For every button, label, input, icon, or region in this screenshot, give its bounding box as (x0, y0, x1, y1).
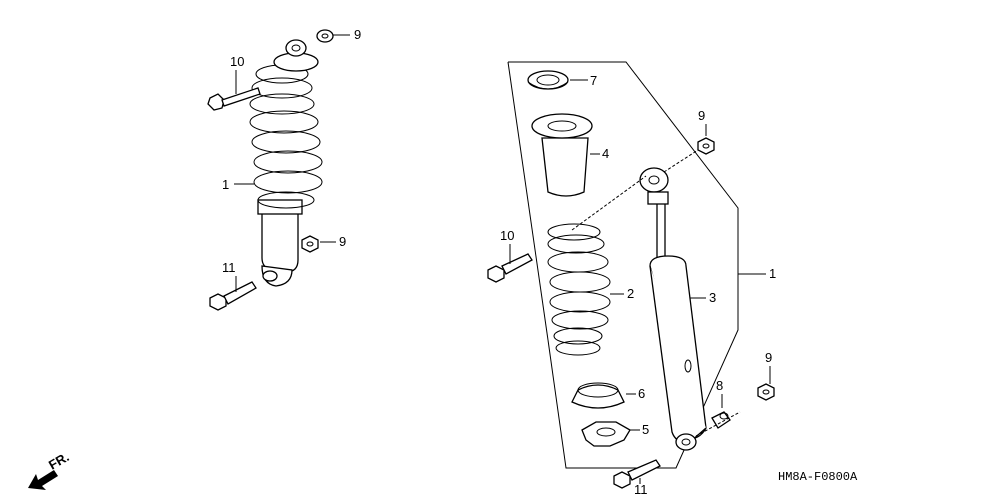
callout-right-bolt-bottom: 11 (634, 482, 648, 497)
lower-seat (571, 382, 625, 409)
left-leaders (234, 34, 350, 292)
left-nut-top (316, 29, 334, 43)
damper (639, 167, 707, 451)
right-nut-top (697, 137, 715, 155)
callout-left-bolt-top: 10 (230, 54, 244, 69)
left-nut-mid (301, 235, 319, 253)
callout-stopper-rubber: 4 (602, 146, 609, 161)
right-bolt-top (487, 253, 533, 283)
front-direction-arrow-icon (28, 470, 58, 490)
assembly-frame (508, 61, 739, 469)
left-bolt-top (207, 87, 261, 111)
left-bolt-bottom (209, 281, 257, 311)
callout-spring: 2 (627, 286, 634, 301)
callout-left-bolt-bottom: 11 (222, 260, 236, 275)
callout-right-nut-bottom: 9 (765, 350, 772, 365)
callout-left-assembly: 1 (222, 177, 229, 192)
adjuster (581, 421, 631, 447)
drawing-code: HM8A-F0800A (778, 470, 858, 484)
right-nut-bottom (757, 383, 775, 401)
callout-assembly-frame: 1 (769, 266, 776, 281)
callout-lower-seat: 6 (638, 386, 645, 401)
callout-right-nut-top: 9 (698, 108, 705, 123)
callout-right-bolt-top: 10 (500, 228, 514, 243)
stopper-rubber (531, 113, 593, 197)
right-leaders (509, 79, 771, 484)
spring (547, 223, 611, 356)
callout-adjuster: 5 (642, 422, 649, 437)
callout-collar: 8 (716, 378, 723, 393)
direction-label: FR. (46, 449, 72, 472)
left-shock-assembly (249, 39, 323, 287)
callout-left-nut-mid: 9 (339, 234, 346, 249)
callout-damper: 3 (709, 290, 716, 305)
right-bolt-bottom (613, 459, 661, 489)
callout-spring-seat-stopper: 7 (590, 73, 597, 88)
callout-left-nut-top: 9 (354, 27, 361, 42)
spring-seat-stopper (527, 70, 569, 90)
